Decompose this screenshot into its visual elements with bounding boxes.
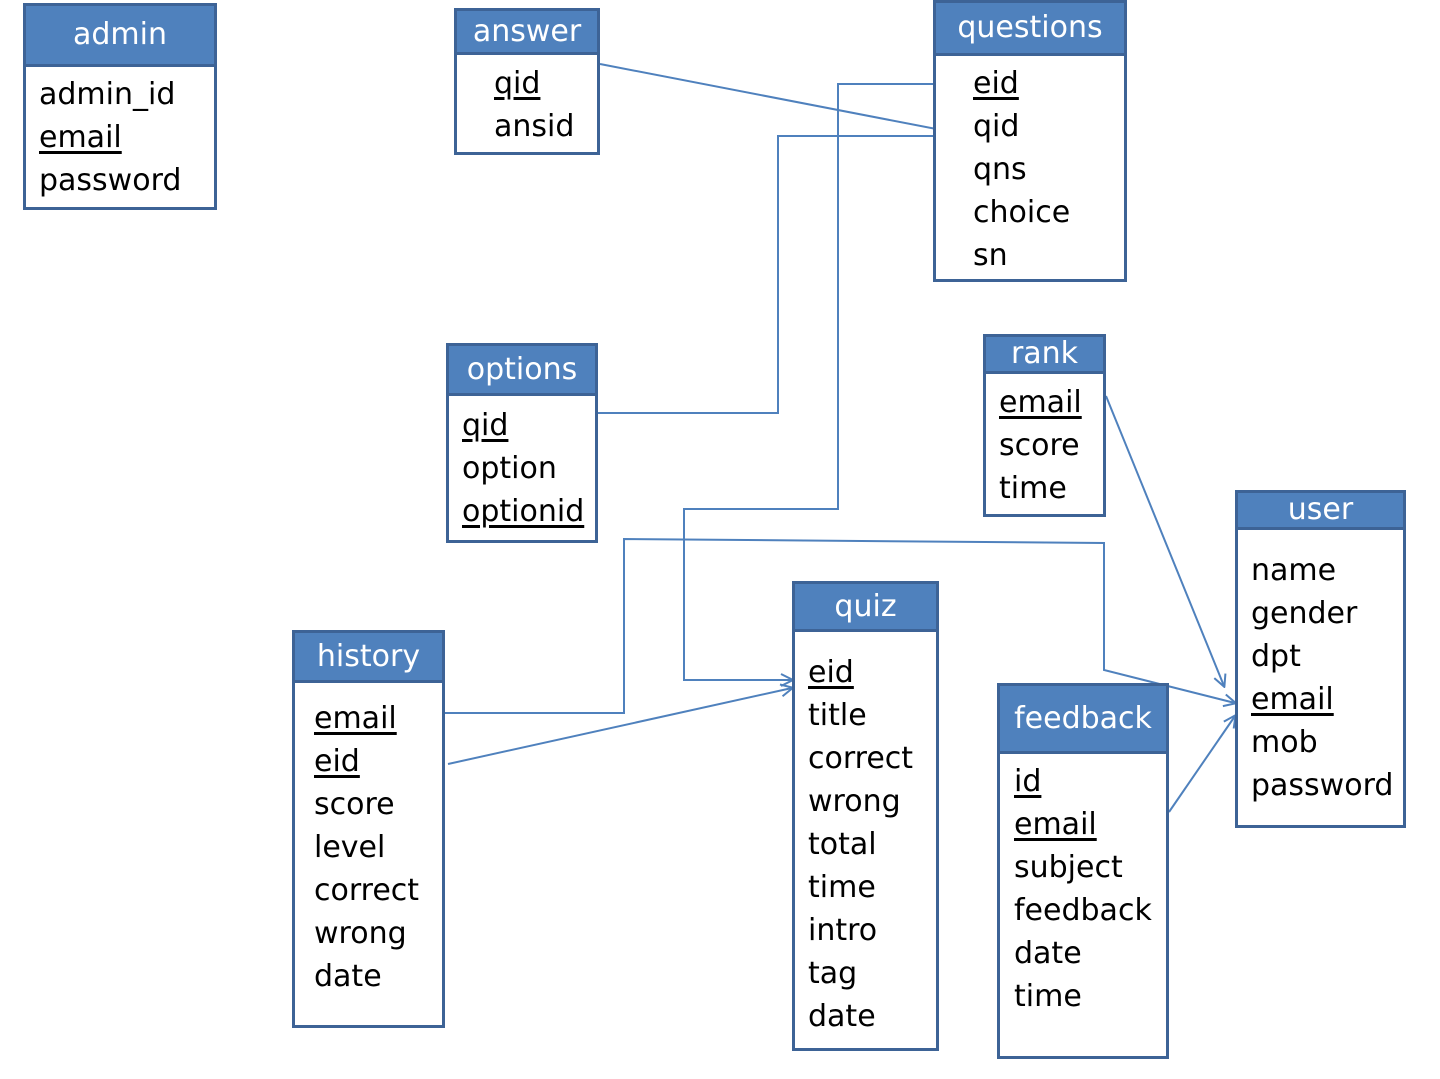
entity-title: answer	[457, 11, 597, 55]
entity-title: options	[449, 346, 595, 396]
field-email: email	[1014, 807, 1097, 842]
field-email: email	[314, 701, 397, 736]
field-subject: subject	[1014, 850, 1123, 885]
entity-title: admin	[26, 6, 214, 67]
entity-answer[interactable]: answer qid ansid	[454, 8, 600, 155]
field-optionid: optionid	[462, 494, 585, 529]
entity-title: user	[1238, 493, 1403, 530]
field-eid: eid	[314, 744, 360, 779]
field-id: id	[1014, 764, 1042, 799]
entity-admin[interactable]: admin admin_id email password	[23, 3, 217, 210]
entity-title: questions	[936, 3, 1124, 56]
field-option: option	[462, 451, 557, 486]
options-to-questions-connector	[598, 136, 957, 414]
field-correct: correct	[808, 741, 914, 776]
field-wrong: wrong	[808, 784, 901, 819]
feedback-to-user-connector	[1168, 716, 1235, 813]
field-email: email	[39, 120, 122, 155]
entity-history[interactable]: history email eid score level correct wr…	[292, 630, 445, 1028]
entity-user[interactable]: user name gender dpt email mob password	[1235, 490, 1406, 828]
field-admin-id: admin_id	[39, 77, 176, 112]
field-time: time	[999, 471, 1067, 506]
field-password: password	[1251, 768, 1394, 803]
entity-quiz[interactable]: quiz eid title correct wrong total time …	[792, 581, 939, 1051]
field-eid: eid	[973, 66, 1019, 101]
field-correct: correct	[314, 873, 420, 908]
field-title: title	[808, 698, 867, 733]
answer-to-questions-connector	[599, 63, 957, 133]
field-date: date	[1014, 936, 1082, 971]
field-password: password	[39, 163, 182, 198]
field-wrong: wrong	[314, 916, 407, 951]
entity-title: history	[295, 633, 442, 683]
field-dpt: dpt	[1251, 639, 1301, 674]
field-ansid: ansid	[494, 109, 575, 144]
field-qid: qid	[494, 66, 541, 101]
field-qid: qid	[973, 109, 1020, 144]
field-date: date	[808, 999, 876, 1034]
field-level: level	[314, 830, 386, 865]
field-mob: mob	[1251, 725, 1318, 760]
entity-title: rank	[986, 337, 1103, 374]
entity-title: quiz	[795, 584, 936, 632]
field-sn: sn	[973, 238, 1008, 273]
entity-title: feedback	[1000, 686, 1166, 754]
entity-options[interactable]: options qid option optionid	[446, 343, 598, 543]
field-score: score	[999, 428, 1080, 463]
field-eid: eid	[808, 655, 854, 690]
entity-questions[interactable]: questions eid qid qns choice sn	[933, 0, 1127, 282]
field-intro: intro	[808, 913, 878, 948]
entity-feedback[interactable]: feedback id email subject feedback date …	[997, 683, 1169, 1059]
field-qid: qid	[462, 408, 509, 443]
field-gender: gender	[1251, 596, 1358, 631]
field-time: time	[1014, 979, 1082, 1014]
field-qns: qns	[973, 152, 1027, 187]
field-time: time	[808, 870, 876, 905]
field-choice: choice	[973, 195, 1071, 230]
field-score: score	[314, 787, 395, 822]
history-eid-to-quiz-connector	[447, 688, 792, 765]
rank-to-user-connector	[1105, 395, 1224, 686]
field-email: email	[1251, 682, 1334, 717]
field-tag: tag	[808, 956, 858, 991]
field-email: email	[999, 385, 1082, 420]
field-feedback: feedback	[1014, 893, 1152, 928]
field-date: date	[314, 959, 382, 994]
field-name: name	[1251, 553, 1337, 588]
entity-rank[interactable]: rank email score time	[983, 334, 1106, 517]
field-total: total	[808, 827, 877, 862]
